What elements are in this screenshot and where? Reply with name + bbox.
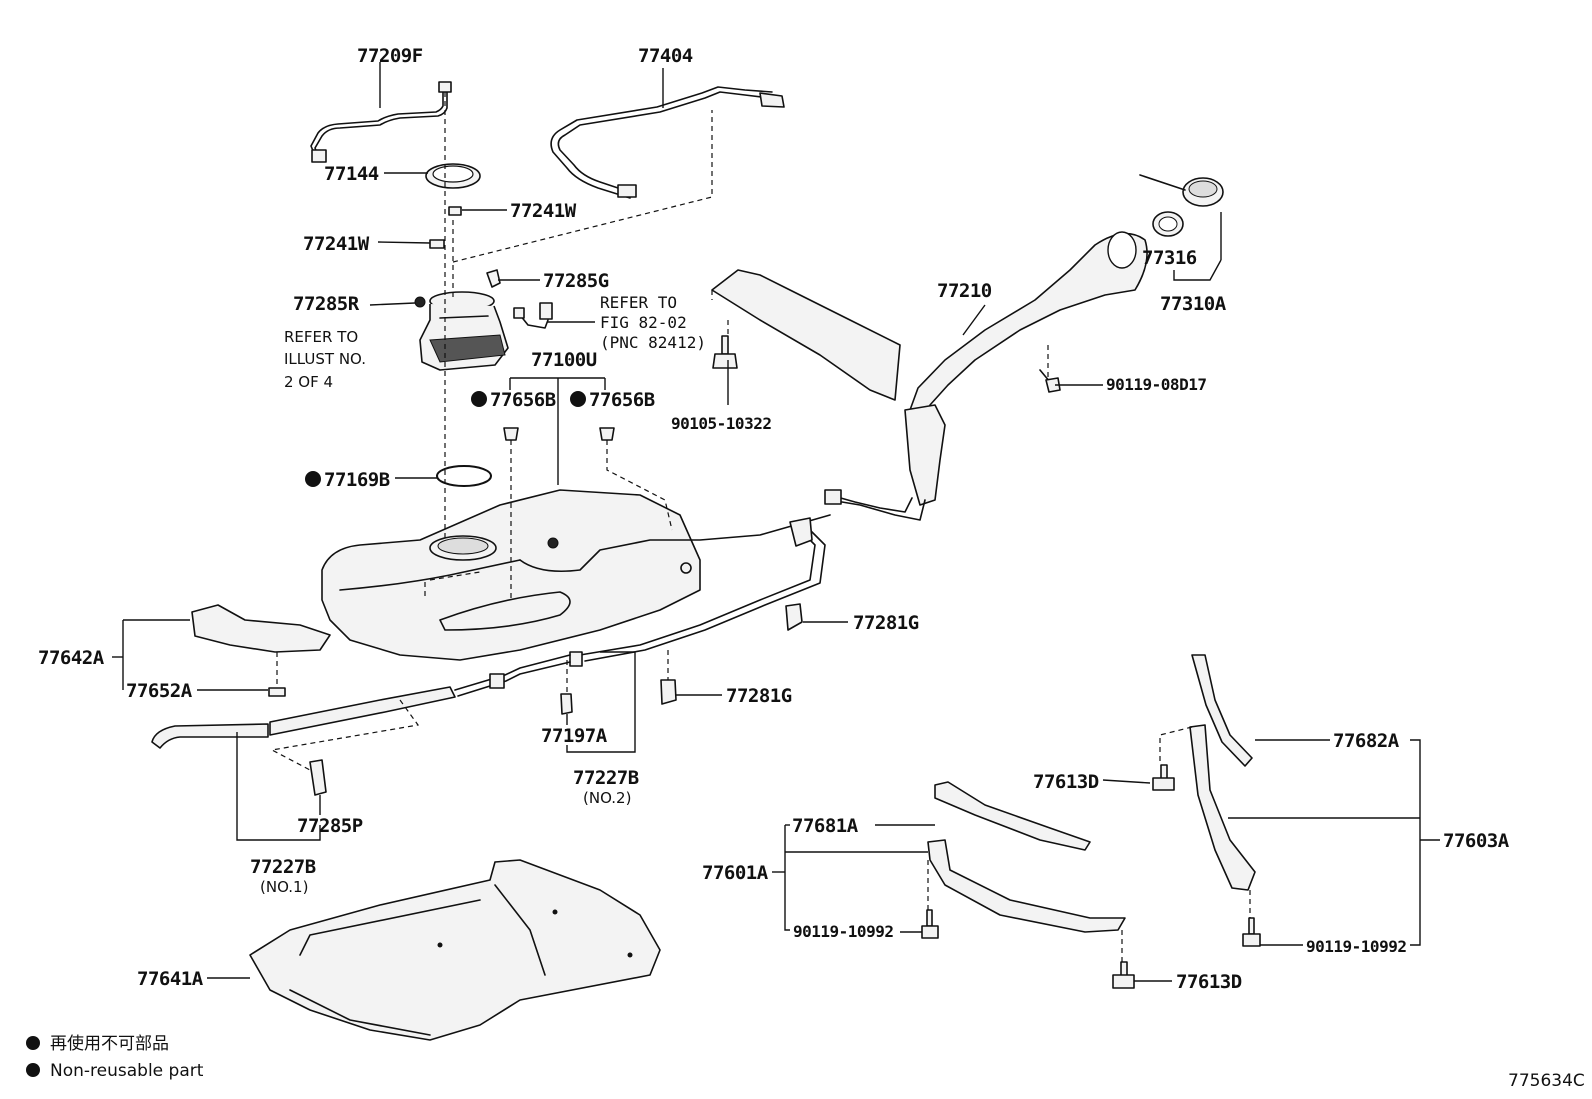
part-label-sub: (NO.2) bbox=[583, 789, 631, 807]
legend-line-en: Non-reusable part bbox=[50, 1061, 204, 1081]
legend-bullet bbox=[26, 1063, 40, 1077]
part-label[interactable]: 77603A bbox=[1443, 830, 1510, 852]
tube-77209f-drawing bbox=[310, 81, 452, 163]
bolt-90119-08d17-drawing bbox=[1039, 369, 1061, 393]
sensor-connector-drawing bbox=[513, 302, 553, 329]
bolt-90119-10992-right bbox=[1242, 917, 1261, 947]
assembly-dashed-lines bbox=[270, 92, 1251, 962]
grommet-77656b-left bbox=[503, 427, 519, 441]
hose-assembly-drawing bbox=[151, 517, 826, 749]
strap-77681a-drawing bbox=[934, 781, 1091, 851]
part-label[interactable]: 77144 bbox=[324, 163, 379, 185]
part-label[interactable]: 77404 bbox=[638, 45, 693, 67]
clip-77285g bbox=[486, 269, 501, 288]
part-label[interactable]: 77652A bbox=[126, 680, 193, 702]
refer-illust-line2: ILLUST NO. bbox=[284, 350, 366, 368]
refer-fig-line1: REFER TO bbox=[600, 293, 677, 312]
part-label[interactable]: 77601A bbox=[702, 862, 769, 884]
part-label[interactable]: 77681A bbox=[792, 815, 859, 837]
refer-illust-line3: 2 OF 4 bbox=[284, 373, 333, 391]
part-label[interactable]: 77656B bbox=[490, 389, 556, 411]
legend-line-ja: 再使用不可部品 bbox=[50, 1033, 169, 1054]
clamp-77197a bbox=[560, 693, 573, 715]
nut-77613d-lower bbox=[1112, 961, 1135, 989]
non-reusable-bullet bbox=[471, 391, 487, 407]
part-label[interactable]: 77241W bbox=[510, 200, 577, 222]
part-label[interactable]: 77227B bbox=[573, 767, 639, 789]
non-reusable-bullet bbox=[570, 391, 586, 407]
tube-77404-drawing bbox=[550, 86, 785, 199]
part-label[interactable]: 77197A bbox=[541, 725, 608, 747]
fuel-pump-module-drawing bbox=[419, 291, 509, 371]
non-reusable-bullet bbox=[305, 471, 321, 487]
part-label[interactable]: 90119-08D17 bbox=[1106, 375, 1207, 394]
part-label[interactable]: 77613D bbox=[1033, 771, 1099, 793]
heat-shield-drawing bbox=[711, 269, 901, 401]
figure-code: 775634C bbox=[1508, 1071, 1585, 1091]
gasket-77169b bbox=[436, 465, 492, 487]
part-label[interactable]: 77210 bbox=[937, 280, 992, 302]
refer-illust-line1: REFER TO bbox=[284, 328, 358, 346]
clip-77241w-upper bbox=[448, 206, 462, 216]
refer-fig-line3: (PNC 82412) bbox=[600, 333, 706, 352]
clip-77652a bbox=[268, 687, 286, 697]
part-label[interactable]: 77656B bbox=[589, 389, 655, 411]
bolt-90119-10992-left bbox=[921, 909, 939, 939]
part-label[interactable]: 77316 bbox=[1142, 247, 1197, 269]
part-label[interactable]: 77241W bbox=[303, 233, 370, 255]
legend: 再使用不可部品 Non-reusable part bbox=[26, 1033, 204, 1081]
part-label[interactable]: 90119-10992 bbox=[1306, 937, 1407, 956]
strap-77603a-drawing bbox=[1189, 724, 1256, 891]
part-label[interactable]: 77169B bbox=[324, 469, 390, 491]
bolt-77285r bbox=[414, 296, 426, 308]
leader-lines bbox=[112, 62, 1440, 982]
bolt-90105-10322-drawing bbox=[712, 335, 738, 369]
part-label[interactable]: 77281G bbox=[726, 685, 792, 707]
part-label[interactable]: 90105-10322 bbox=[671, 414, 772, 433]
retainer-ring-77144-drawing bbox=[425, 163, 481, 189]
fuel-tank-77100u-drawing bbox=[321, 489, 831, 661]
nut-77613d-upper bbox=[1152, 764, 1175, 791]
fuel-cap-77310a-drawing bbox=[1139, 174, 1224, 207]
part-label[interactable]: 77285G bbox=[543, 270, 609, 292]
part-label[interactable]: 77285R bbox=[293, 293, 360, 315]
bracket-77285p bbox=[309, 759, 327, 796]
undercover-77641a-drawing bbox=[249, 859, 661, 1041]
part-label-sub: (NO.1) bbox=[260, 878, 308, 896]
part-label[interactable]: 77642A bbox=[38, 647, 105, 669]
part-label[interactable]: 77613D bbox=[1176, 971, 1242, 993]
protector-77642a-drawing bbox=[191, 604, 331, 653]
part-label[interactable]: 77285P bbox=[297, 815, 363, 837]
clamp-77281g-lower bbox=[660, 679, 677, 705]
part-label[interactable]: 77227B bbox=[250, 856, 316, 878]
part-label[interactable]: 77209F bbox=[357, 45, 423, 67]
part-label[interactable]: 77682A bbox=[1333, 730, 1400, 752]
part-label[interactable]: 77310A bbox=[1160, 293, 1227, 315]
grommet-77656b-right bbox=[599, 427, 615, 441]
refer-fig-line2: FIG 82-02 bbox=[600, 313, 687, 332]
legend-bullet bbox=[26, 1036, 40, 1050]
part-label[interactable]: 77641A bbox=[137, 968, 204, 990]
part-label[interactable]: 77100U bbox=[531, 349, 597, 371]
filler-pipe-77210-drawing bbox=[824, 231, 1148, 521]
strap-77682a-drawing bbox=[1191, 654, 1253, 767]
clamp-77281g-upper bbox=[785, 603, 803, 631]
strap-77601a-drawing bbox=[927, 839, 1126, 933]
clip-77241w-lower bbox=[429, 239, 445, 249]
part-label[interactable]: 90119-10992 bbox=[793, 922, 894, 941]
part-label[interactable]: 77281G bbox=[853, 612, 919, 634]
